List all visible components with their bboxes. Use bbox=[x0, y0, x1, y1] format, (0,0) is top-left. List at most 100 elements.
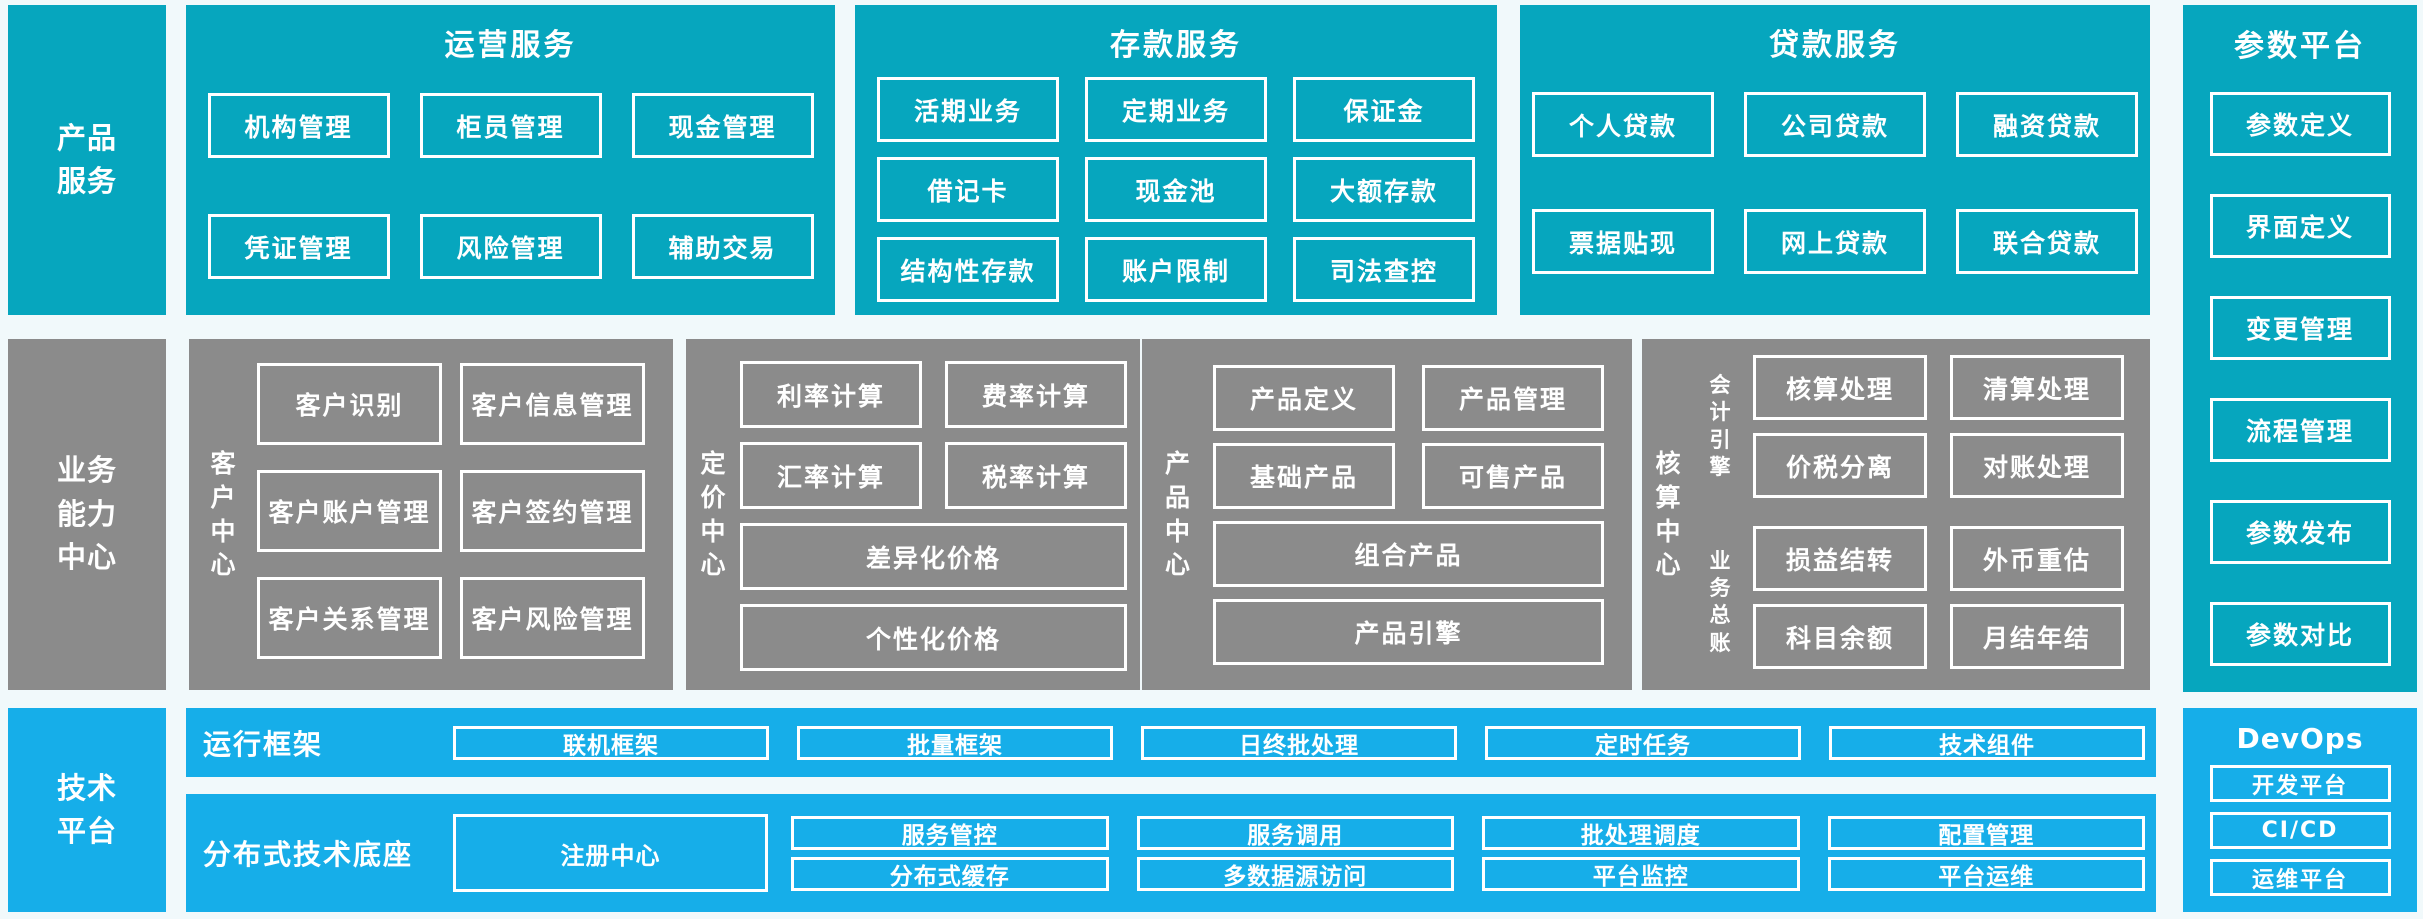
technology-box: 分布式缓存 bbox=[791, 856, 1109, 891]
technology-box: 日终批处理 bbox=[1141, 725, 1457, 760]
customer-grid: 客户识别 客户信息管理 客户账户管理 客户签约管理 客户关系管理 客户风险管理 bbox=[257, 339, 645, 690]
row-label: 分布式技术底座 bbox=[203, 838, 414, 871]
row-label: 运行框架 bbox=[203, 727, 324, 761]
technology-box: 定时任务 bbox=[1485, 725, 1801, 760]
service-box: 风险管理 bbox=[419, 214, 602, 279]
center-vertical-label: 客户中心 bbox=[210, 449, 236, 580]
service-box: 保证金 bbox=[1293, 77, 1475, 142]
box-row: 票据贴现 网上贷款 联合贷款 bbox=[1532, 209, 2138, 274]
box-row: 活期业务 定期业务 保证金 bbox=[877, 77, 1475, 142]
capability-box: 核算处理 bbox=[1753, 355, 1927, 420]
service-box: 结构性存款 bbox=[877, 237, 1059, 302]
capability-box: 客户账户管理 bbox=[257, 470, 442, 552]
box-row: 汇率计算 税率计算 bbox=[740, 442, 1127, 509]
sidebar-technology-platform: 技术平台 bbox=[8, 708, 166, 912]
service-box: 现金池 bbox=[1085, 157, 1267, 222]
technology-box: 服务管控 bbox=[791, 815, 1109, 850]
service-box: 账户限制 bbox=[1085, 237, 1267, 302]
capability-box: 外币重估 bbox=[1950, 526, 2124, 591]
capability-box: 基础产品 bbox=[1213, 443, 1395, 509]
capability-box: 月结年结 bbox=[1950, 604, 2124, 669]
service-box: 定期业务 bbox=[1085, 77, 1267, 142]
section-title: 运营服务 bbox=[444, 28, 577, 63]
service-box: 借记卡 bbox=[877, 157, 1059, 222]
box-row: 凭证管理 风险管理 辅助交易 bbox=[207, 214, 814, 279]
capability-box: 产品定义 bbox=[1213, 365, 1395, 431]
box-row: 分布式缓存 多数据源访问 平台监控 平台运维 bbox=[791, 856, 2145, 891]
capability-box: 可售产品 bbox=[1422, 443, 1604, 509]
accounting-grid: 核算处理 清算处理 价税分离 对账处理 损益结转 外币重估 科目余额 月结年结 bbox=[1753, 339, 2124, 690]
group-vertical-label: 会计引擎 bbox=[1709, 373, 1731, 480]
section-title: 参数平台 bbox=[2234, 29, 2366, 64]
box-row: 产品定义 产品管理 bbox=[1213, 365, 1604, 431]
service-box: 参数发布 bbox=[2209, 500, 2391, 564]
section-runtime-framework: 运行框架 联机框架 批量框架 日终批处理 定时任务 技术组件 bbox=[186, 708, 2156, 777]
service-box: 网上贷款 bbox=[1744, 209, 1926, 274]
section-product-center: 产品中心 产品定义 产品管理 基础产品 可售产品 组合产品 产品引擎 bbox=[1142, 339, 1632, 690]
box-row: 个人贷款 公司贷款 融资贷款 bbox=[1532, 92, 2138, 157]
capability-box: 客户风险管理 bbox=[460, 577, 645, 659]
capability-box: 客户识别 bbox=[257, 363, 442, 445]
box-row: 结构性存款 账户限制 司法查控 bbox=[877, 237, 1475, 302]
service-box: 融资贷款 bbox=[1956, 92, 2138, 157]
service-box: 公司贷款 bbox=[1744, 92, 1926, 157]
technology-box: 运维平台 bbox=[2209, 859, 2391, 896]
box-row: 基础产品 可售产品 bbox=[1213, 443, 1604, 509]
box-row: 服务管控 服务调用 批处理调度 配置管理 bbox=[791, 815, 2145, 850]
capability-box: 客户关系管理 bbox=[257, 577, 442, 659]
loan-grid: 个人贷款 公司贷款 融资贷款 票据贴现 网上贷款 联合贷款 bbox=[1520, 92, 2150, 274]
distributed-content: 注册中心 服务管控 服务调用 批处理调度 配置管理 分布式缓存 多数据源访问 平… bbox=[453, 814, 2156, 892]
service-box: 流程管理 bbox=[2209, 398, 2391, 462]
service-box: 参数定义 bbox=[2209, 92, 2391, 156]
capability-box-wide: 个性化价格 bbox=[740, 604, 1127, 671]
deposit-grid: 活期业务 定期业务 保证金 借记卡 现金池 大额存款 结构性存款 账户限制 司法… bbox=[855, 77, 1497, 302]
section-operations-services: 运营服务 机构管理 柜员管理 现金管理 凭证管理 风险管理 辅助交易 bbox=[186, 5, 835, 315]
service-box: 机构管理 bbox=[207, 93, 390, 158]
capability-box: 汇率计算 bbox=[740, 442, 922, 509]
registry-center-box: 注册中心 bbox=[453, 814, 768, 892]
distributed-grid: 服务管控 服务调用 批处理调度 配置管理 分布式缓存 多数据源访问 平台监控 平… bbox=[791, 815, 2145, 891]
pricing-grid: 利率计算 费率计算 汇率计算 税率计算 差异化价格 个性化价格 bbox=[740, 339, 1127, 690]
sidebar-business-capability-center: 业务能力中心 bbox=[8, 339, 166, 690]
capability-box: 费率计算 bbox=[945, 361, 1127, 428]
service-box: 个人贷款 bbox=[1532, 92, 1714, 157]
capability-box: 客户信息管理 bbox=[460, 363, 645, 445]
box-row: 损益结转 外币重估 bbox=[1753, 526, 2124, 591]
box-row: 核算处理 清算处理 bbox=[1753, 355, 2124, 420]
capability-box: 税率计算 bbox=[945, 442, 1127, 509]
section-title: 贷款服务 bbox=[1769, 28, 1901, 63]
technology-box: 联机框架 bbox=[453, 725, 769, 760]
section-customer-center: 客户中心 客户识别 客户信息管理 客户账户管理 客户签约管理 客户关系管理 客户… bbox=[189, 339, 673, 690]
technology-box: 技术组件 bbox=[1829, 725, 2145, 760]
box-row: 利率计算 费率计算 bbox=[740, 361, 1127, 428]
sidebar-business-capability-label: 业务能力中心 bbox=[56, 453, 117, 575]
capability-box-wide: 组合产品 bbox=[1213, 521, 1604, 587]
box-row: 客户关系管理 客户风险管理 bbox=[257, 577, 645, 659]
box-row: 科目余额 月结年结 bbox=[1753, 604, 2124, 669]
center-vertical-label: 定价中心 bbox=[700, 449, 726, 580]
technology-box: 平台运维 bbox=[1827, 856, 2145, 891]
box-row: 客户账户管理 客户签约管理 bbox=[257, 470, 645, 552]
service-box: 联合贷款 bbox=[1956, 209, 2138, 274]
service-box: 司法查控 bbox=[1293, 237, 1475, 302]
capability-box: 损益结转 bbox=[1753, 526, 1927, 591]
service-box: 活期业务 bbox=[877, 77, 1059, 142]
section-parameter-platform: 参数平台 参数定义 界面定义 变更管理 流程管理 参数发布 参数对比 bbox=[2183, 5, 2417, 692]
group-vertical-label: 业务总账 bbox=[1709, 548, 1731, 655]
technology-box: 服务调用 bbox=[1136, 815, 1454, 850]
box-row: 机构管理 柜员管理 现金管理 bbox=[207, 93, 814, 158]
service-box: 界面定义 bbox=[2209, 194, 2391, 258]
box-row: 借记卡 现金池 大额存款 bbox=[877, 157, 1475, 222]
center-vertical-label: 产品中心 bbox=[1164, 449, 1190, 580]
sidebar-product-services-label: 产品服务 bbox=[56, 120, 117, 199]
accounting-group-labels: 会计引擎 业务总账 bbox=[1694, 339, 1753, 690]
technology-box: 多数据源访问 bbox=[1136, 856, 1454, 891]
service-box: 辅助交易 bbox=[631, 214, 814, 279]
box-row: 客户识别 客户信息管理 bbox=[257, 363, 645, 445]
service-box: 柜员管理 bbox=[419, 93, 602, 158]
section-title: 存款服务 bbox=[1110, 28, 1242, 63]
capability-box: 价税分离 bbox=[1753, 433, 1927, 498]
service-box: 凭证管理 bbox=[207, 214, 390, 279]
box-row: 价税分离 对账处理 bbox=[1753, 433, 2124, 498]
